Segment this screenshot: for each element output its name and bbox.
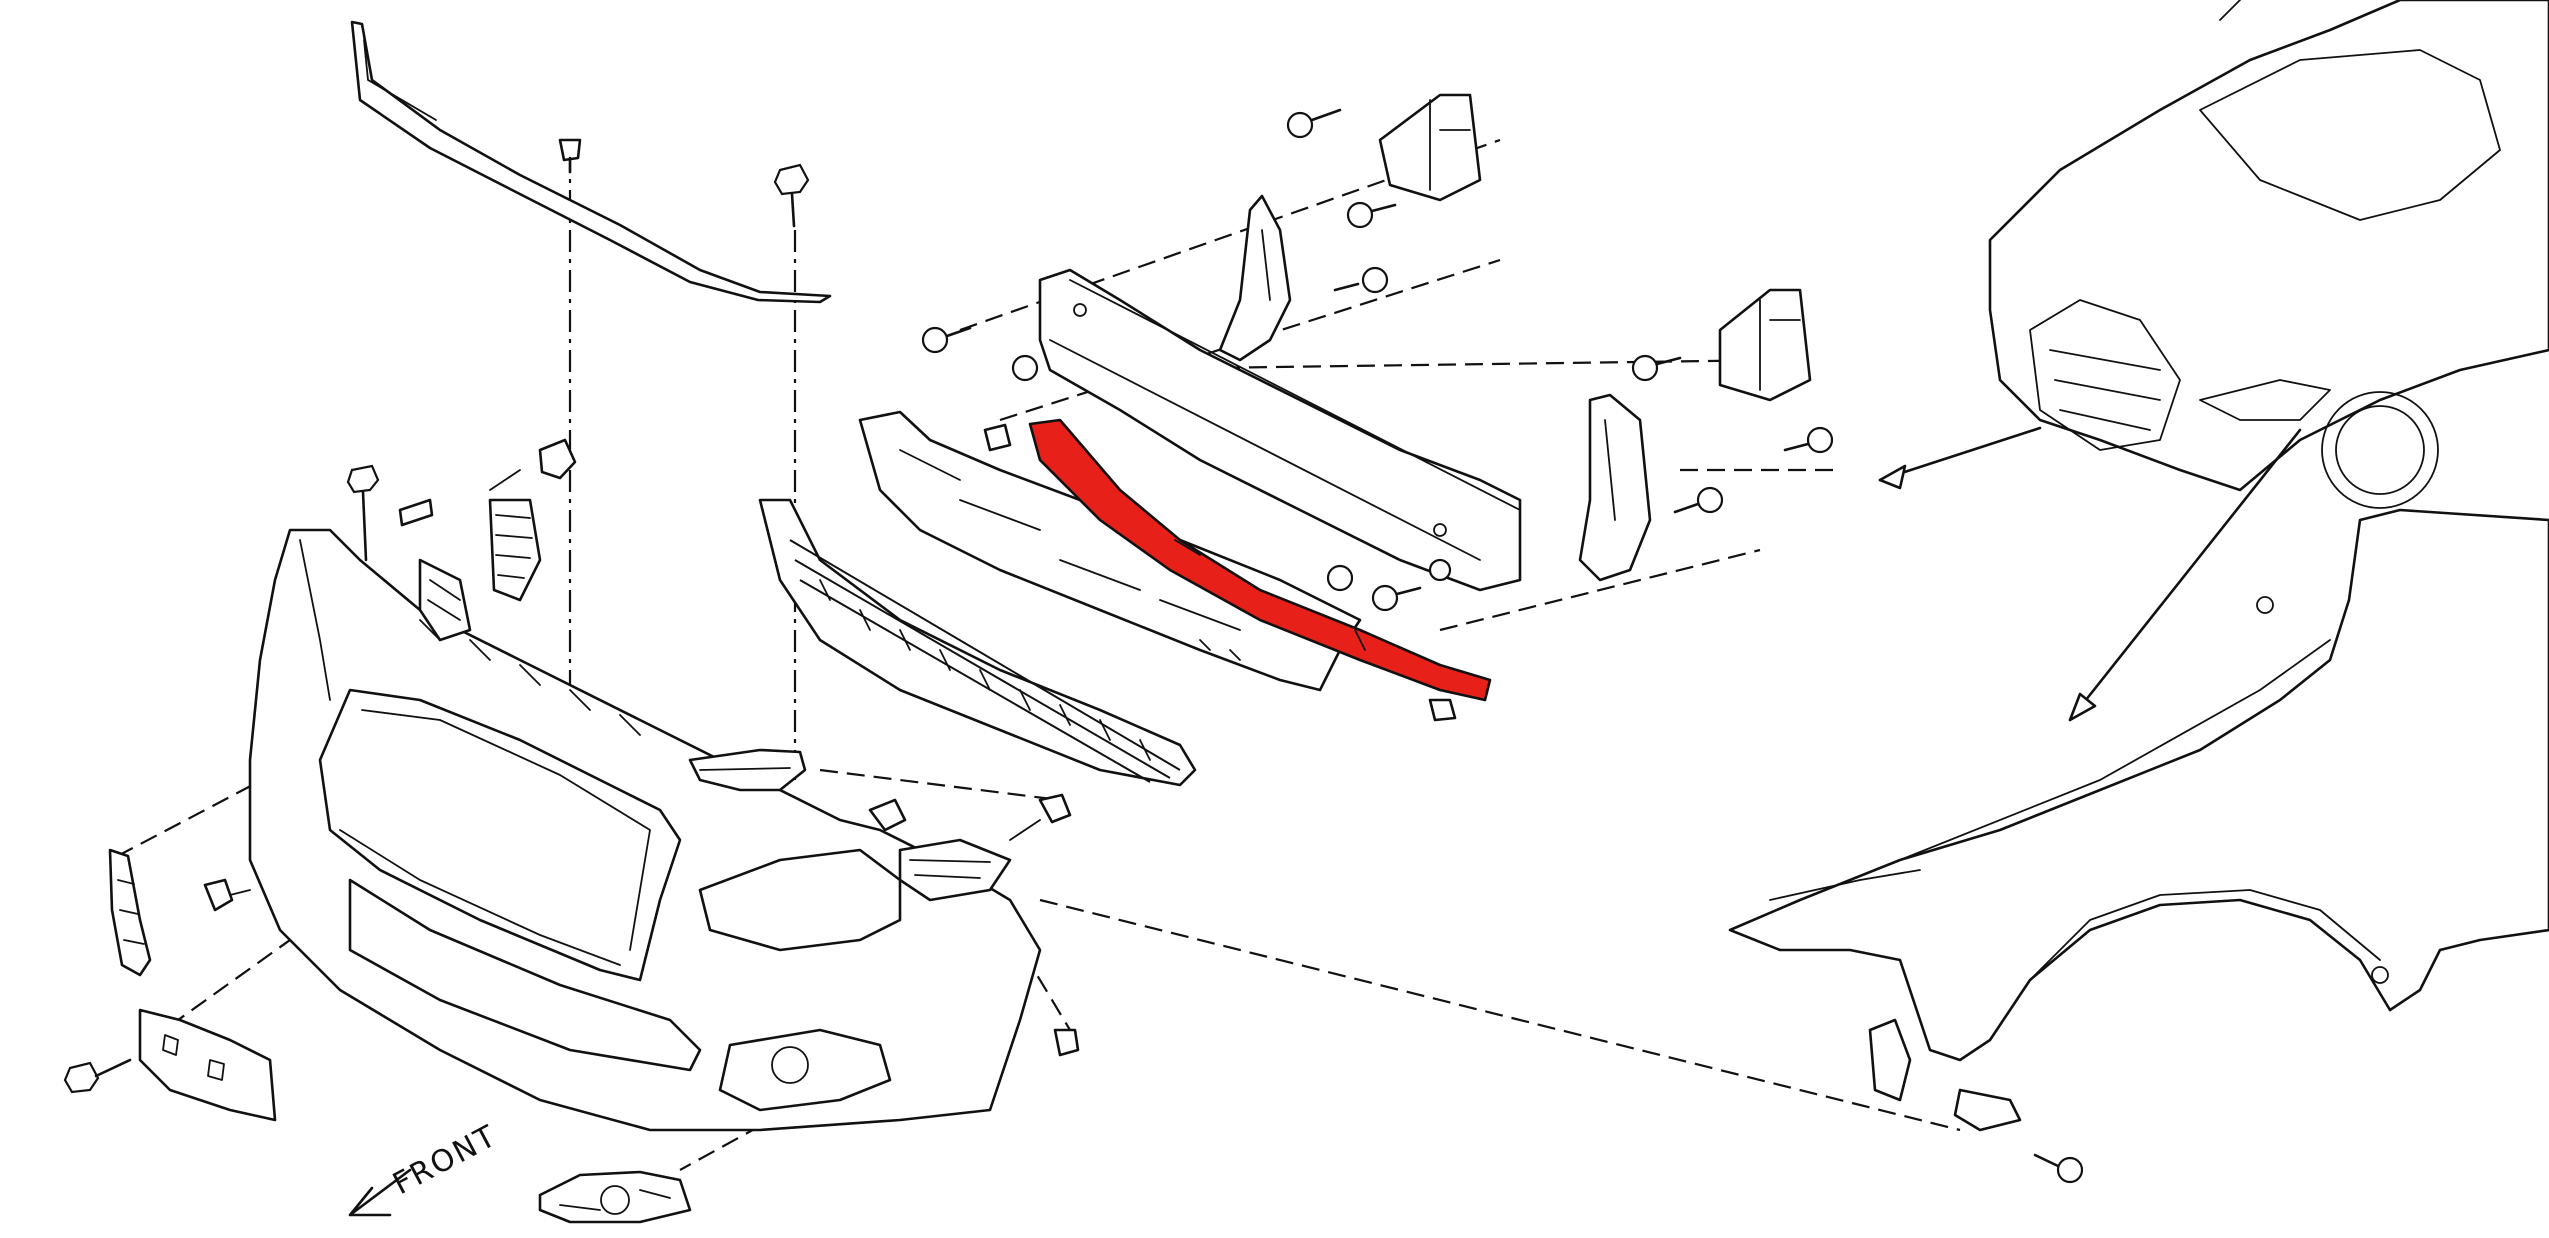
upper-trim-strip [350,20,832,304]
clip-icon [1053,1028,1080,1057]
clip-icon [1009,793,1072,841]
front-fender [1728,508,2549,1062]
front-arrow-icon [348,1168,412,1217]
side-bracket-left [108,848,152,977]
front-bumper-fascia [248,528,1042,1132]
clip-icon [203,878,251,912]
vehicle-sketch [1988,0,2549,509]
highlighted-reinforcement [983,418,1492,722]
crash-box-left [1378,93,1482,202]
crash-box-right [1718,288,1812,402]
grille-bracket-center [688,748,807,792]
side-member-bracket-left [1218,194,1292,362]
bracket-small-left [398,498,472,642]
clip-icon [558,138,582,174]
bolt-icon [1428,558,1452,582]
pointer-arrow-icon [1878,426,2302,722]
side-member-bracket-right [1578,393,1652,582]
reinforcement-beam [1038,268,1522,592]
bolt-icon [1783,426,1834,454]
lower-bracket-left [138,1008,277,1122]
front-direction-label: FRONT [387,1118,503,1202]
mounting-bracket-left [488,438,577,602]
clip-icon [868,798,907,832]
bolt-icon [1326,564,1354,592]
bolt-icon [1371,584,1422,612]
bolt-icon [1286,108,1342,139]
fender-bracket [1868,1018,2022,1132]
bolt-icon [2033,1153,2084,1184]
bolt-icon [1011,354,1039,382]
lower-grille [758,498,1197,787]
bolt-icon [346,464,380,562]
bolt-icon [1333,266,1389,294]
bolt-icon [63,1058,132,1094]
bolt-icon [773,163,810,228]
bolt-icon [921,326,972,354]
fog-lamp-assembly [538,1170,692,1224]
side-retainer-right [898,838,1012,902]
bolt-icon [1673,486,1724,514]
bolt-icon [1346,201,1397,229]
bolt-icon [1631,354,1682,382]
